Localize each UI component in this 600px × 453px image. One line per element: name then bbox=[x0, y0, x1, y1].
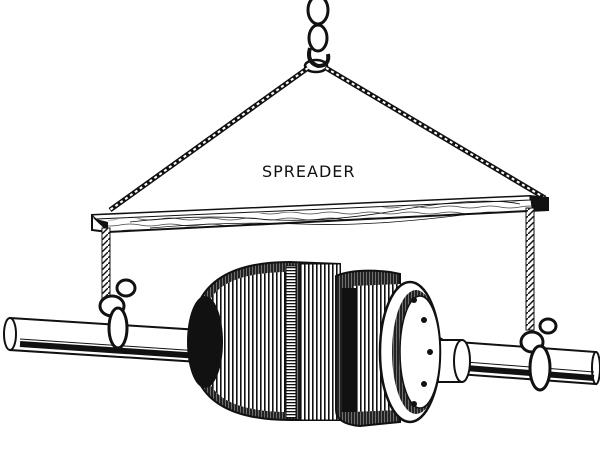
armature-core bbox=[187, 260, 341, 421]
spreader-board bbox=[90, 194, 549, 234]
shaft bbox=[3, 316, 600, 386]
end-flange bbox=[378, 280, 442, 424]
rope-knots bbox=[98, 278, 558, 392]
hanging-ropes bbox=[101, 207, 535, 331]
spreader-label: SPREADER bbox=[262, 162, 356, 181]
sling-ropes bbox=[108, 65, 547, 213]
crane-hook bbox=[303, 0, 331, 74]
